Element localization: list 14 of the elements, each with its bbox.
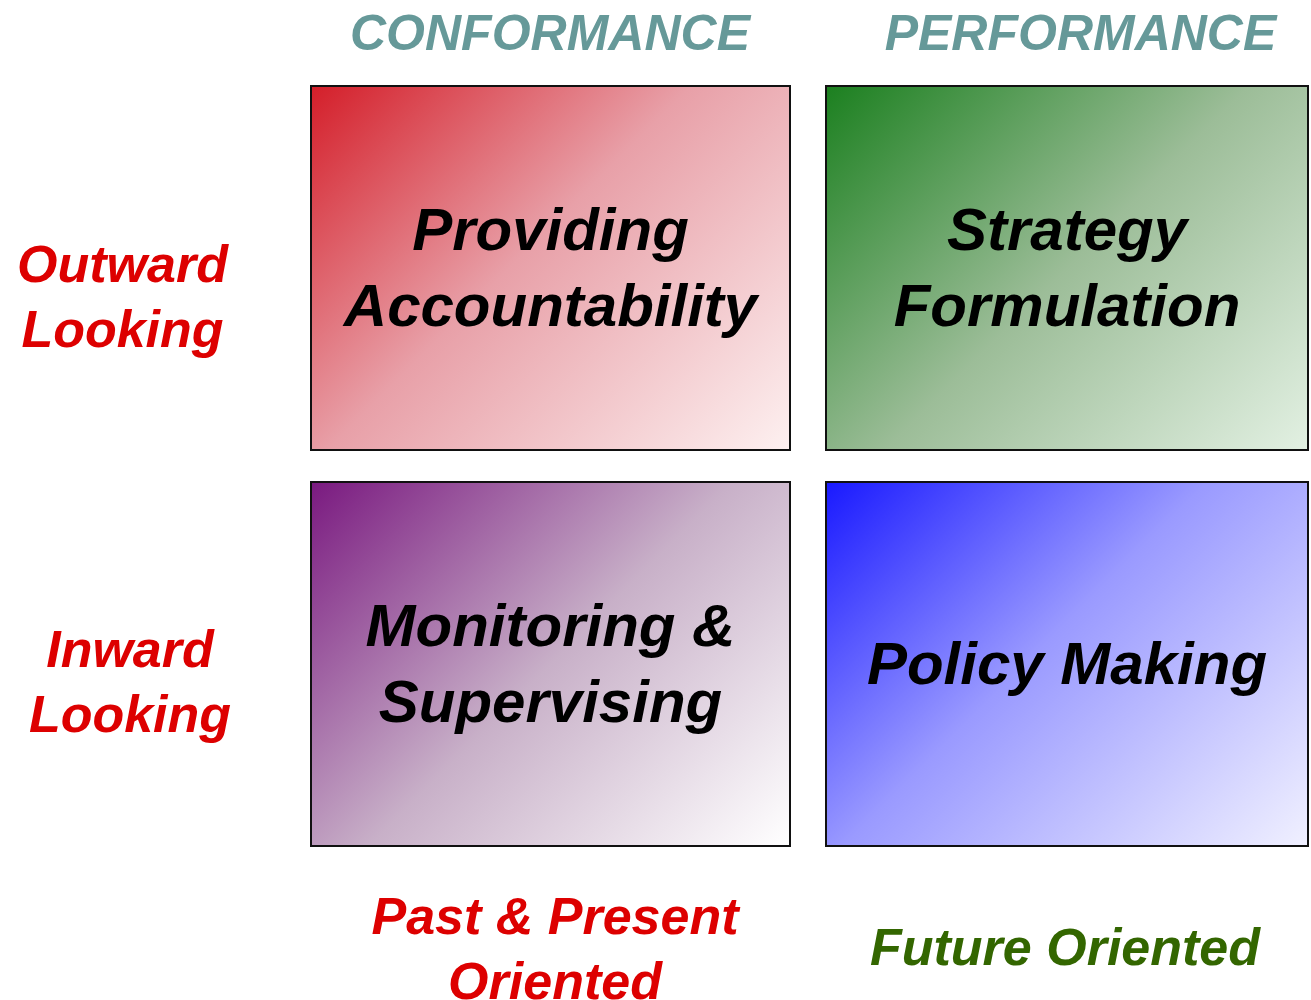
row-heading: Inward Looking (27, 619, 233, 745)
quadrant-box (310, 85, 791, 451)
quadrant-title: Policy Making (865, 629, 1269, 699)
quadrant-title: Monitoring & Supervising (364, 591, 737, 737)
quadrant-title: Strategy Formulation (892, 195, 1242, 341)
axis-label: Past & Present Oriented (370, 886, 742, 1000)
quadrant-box (310, 481, 791, 847)
quadrant-box (825, 85, 1309, 451)
row-heading: Outward Looking (16, 234, 230, 360)
axis-label: Future Oriented (869, 917, 1262, 978)
quadrant-title: Providing Accountability (341, 195, 761, 341)
column-heading: CONFORMANCE (349, 4, 753, 63)
column-heading: PERFORMANCE (883, 4, 1279, 63)
quadrant-box (825, 481, 1309, 847)
